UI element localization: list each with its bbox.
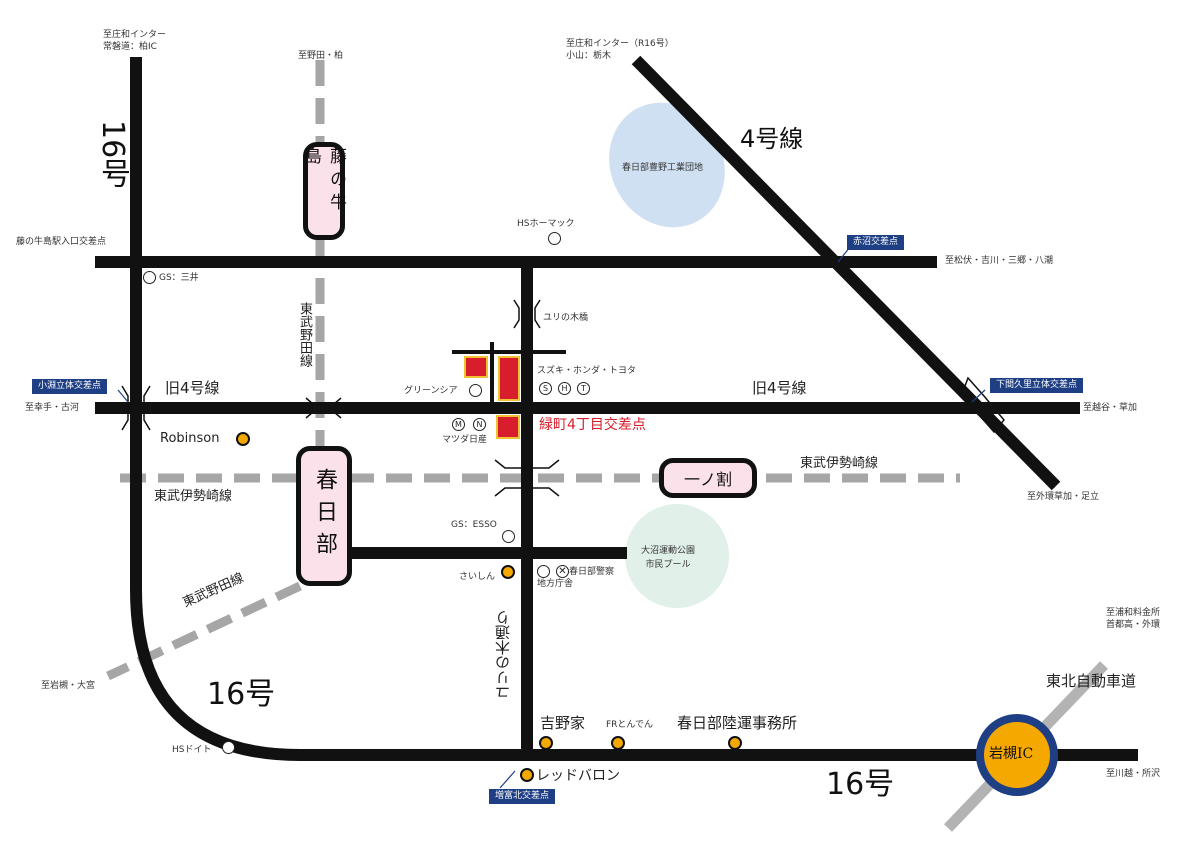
station-ichinowari[interactable]: 一ノ割 (659, 458, 757, 498)
gs-esso-marker (502, 530, 515, 543)
iwatsuki-ic-center (984, 722, 1050, 788)
tohoku-expressway-label: 東北自動車道 (1046, 672, 1137, 690)
local-office-marker (537, 565, 550, 578)
toyota-icon: T (577, 382, 590, 395)
hs-homac-marker (548, 232, 561, 245)
suzuki-icon: S (539, 382, 552, 395)
fr-tonden-label: FRとんでん (606, 720, 653, 730)
honda-icon: H (558, 382, 571, 395)
industrial-park-label: 春日部豊野工業団地 (622, 163, 704, 173)
tobu-isesaki-line-left-label: 東武伊勢崎線 (154, 489, 233, 504)
route-4-label: 4号線 (740, 125, 804, 153)
direction-noda-kashiwa: 至野田・柏 (298, 51, 344, 61)
direction-satte-koga: 至幸手・古河 (25, 403, 80, 413)
green-sia-marker (469, 384, 482, 397)
fr-tonden-marker (611, 736, 625, 750)
gs-mitsui-marker (143, 271, 156, 284)
intersection-akanuma-badge: 赤沼交差点 (847, 235, 905, 250)
intersection-masutomi-badge: 増富北交差点 (489, 789, 556, 804)
gs-mitsui-label: GS：三井 (159, 273, 199, 283)
hs-doit-marker (222, 741, 235, 754)
hs-homac-label: HSホーマック (517, 219, 575, 229)
station-fujinoushijima[interactable]: 藤の牛島 (301, 142, 346, 240)
red-baron-label: レッドバロン (536, 768, 620, 784)
robinson-marker (236, 432, 250, 446)
police-label: 春日部警察 (569, 567, 615, 577)
land-transport-label: 春日部陸運事務所 (677, 714, 798, 732)
green-sia-label: グリーンシア (404, 386, 458, 396)
land-transport-marker (728, 736, 742, 750)
direction-koshigaya-soka: 至越谷・草加 (1083, 403, 1138, 413)
direction-gaikan: 至外環草加・足立 (1027, 492, 1100, 502)
tobu-isesaki-line-right-label: 東武伊勢崎線 (800, 456, 879, 471)
hs-doit-label: HSドイト (172, 745, 212, 755)
old-route-4-right-label: 旧4号線 (752, 379, 807, 397)
intersection-konuma-badge: 小淵立体交差点 (32, 379, 108, 394)
direction-kawagoe: 至川越・所沢 (1106, 769, 1161, 779)
station-kasukabe[interactable]: 春日部 (296, 446, 352, 586)
robinson-label: Robinson (160, 431, 220, 446)
gs-esso-label: GS：ESSO (451, 520, 497, 530)
route-16-right-label: 16号 (826, 767, 895, 802)
park-area (625, 504, 729, 608)
roads (95, 55, 1138, 761)
police-icon: ✕ (556, 565, 569, 578)
intersection-fujinoushijima-eki: 藤の牛島駅入口交差点 (16, 237, 107, 247)
direction-iwatsuki-omiya: 至岩槻・大宮 (41, 681, 96, 691)
local-office-label: 地方庁舎 (537, 579, 574, 589)
yoshinoya-label: 吉野家 (540, 714, 586, 732)
mazda-icon: M (452, 418, 465, 431)
crossing-marks (121, 299, 1005, 497)
industrial-park-area (609, 102, 725, 228)
saishin-label: さいしん (459, 572, 496, 582)
saishin-marker (501, 565, 515, 579)
route-16-left-label: 16号 (207, 677, 276, 712)
iwatsuki-ic-label[interactable]: 岩槻IC (989, 746, 1034, 762)
badge-pointers (117, 246, 986, 789)
intersection-midori4-label: 緑町4丁目交差点 (539, 417, 646, 433)
direction-urawa: 至浦和料金所 首都高・外環 (1106, 608, 1161, 631)
route-16-top-label: 16号 (95, 120, 130, 189)
park-label: 大沼運動公園 市民プール (641, 546, 696, 570)
tobu-noda-line-upper-label: 東武野田線 (297, 302, 312, 367)
mazda-nissan-label: マツダ日産 (442, 435, 488, 445)
nissan-icon: N (473, 418, 486, 431)
yurinoki-bridge-label: ユリの木橋 (543, 313, 589, 323)
dealer-buildings (464, 356, 520, 439)
yurinoki-dori-label: ユリの木通り (494, 610, 512, 700)
direction-matsubushi: 至松伏・吉川・三郷・八潮 (945, 256, 1054, 266)
direction-top-right: 至庄和インター（R16号） 小山：栃木 (566, 39, 674, 62)
intersection-shimomakuri-badge: 下間久里立体交差点 (990, 378, 1084, 393)
red-baron-marker (520, 768, 534, 782)
minor-roads (452, 342, 566, 408)
yoshinoya-marker (539, 736, 553, 750)
dealers-label: スズキ・ホンダ・トヨタ (537, 366, 637, 376)
old-route-4-left-label: 旧4号線 (165, 379, 220, 397)
direction-top-left: 至庄和インター 常磐道：柏IC (103, 30, 167, 53)
